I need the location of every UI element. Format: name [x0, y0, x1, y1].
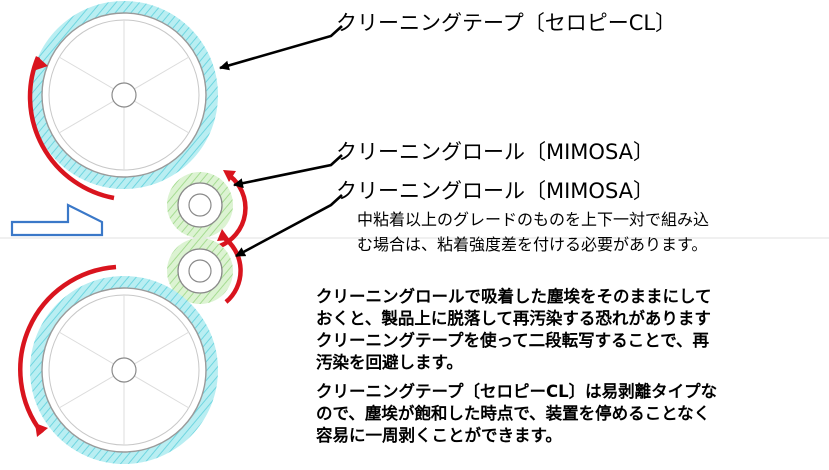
- upper-cleaning-roll-label: クリーニングロール〔MIMOSA〕: [336, 140, 654, 164]
- strength-note: 中粘着以上のグレードのものを上下一対で組み込 む場合は、粘着強度差を付ける必要が…: [357, 210, 709, 254]
- description-line: 容易に一周剥くことができます。: [316, 425, 562, 445]
- upper-roll-shaft: [188, 193, 212, 217]
- note-line: 中粘着以上のグレードのものを上下一対で組み込: [357, 210, 709, 229]
- description-line: クリーニングテープを使って二段転写することで、再: [316, 330, 710, 350]
- description-line: 汚染を回避します。: [316, 352, 463, 372]
- upper-tape-shaft: [111, 82, 137, 108]
- description-paragraph: クリーニングロールで吸着した塵埃をそのままにして おくと、製品上に脱落して再汚染…: [316, 286, 717, 445]
- lower-roll-shaft: [188, 259, 212, 283]
- description-line: クリーニングロールで吸着した塵埃をそのままにして: [316, 286, 712, 306]
- description-line: ので、塵埃が飽和した時点で、装置を停めることなく: [316, 403, 710, 423]
- upper-tape-roll: [30, 1, 218, 189]
- lower-cleaning-roll-label: クリーニングロール〔MIMOSA〕: [336, 179, 654, 203]
- lower-roll-rotation-arrow: [217, 229, 243, 304]
- note-line: む場合は、粘着強度差を付ける必要があります。: [357, 235, 707, 254]
- description-line: おくと、製品上に脱落して再汚染する恐れがあります: [316, 308, 711, 328]
- lower-cleaning-roll: [167, 238, 233, 304]
- upper-roll-leader-arrow: [233, 154, 343, 189]
- lower-tape-roll: [30, 276, 218, 464]
- description-line: クリーニングテープ〔セロピーCL〕は易剥離タイプな: [316, 381, 717, 401]
- lower-rotation-arrow: [18, 264, 117, 437]
- upper-rotation-arrow: [27, 56, 115, 201]
- tape-leader-arrow: [219, 25, 343, 71]
- lower-roll-leader-arrow: [235, 194, 343, 258]
- lower-tape-shaft: [111, 357, 137, 383]
- upper-cleaning-roll: [167, 172, 233, 238]
- cleaning-tape-label: クリーニングテープ〔セロピーCL〕: [336, 11, 676, 35]
- feed-direction-arrow-icon: [10, 203, 104, 237]
